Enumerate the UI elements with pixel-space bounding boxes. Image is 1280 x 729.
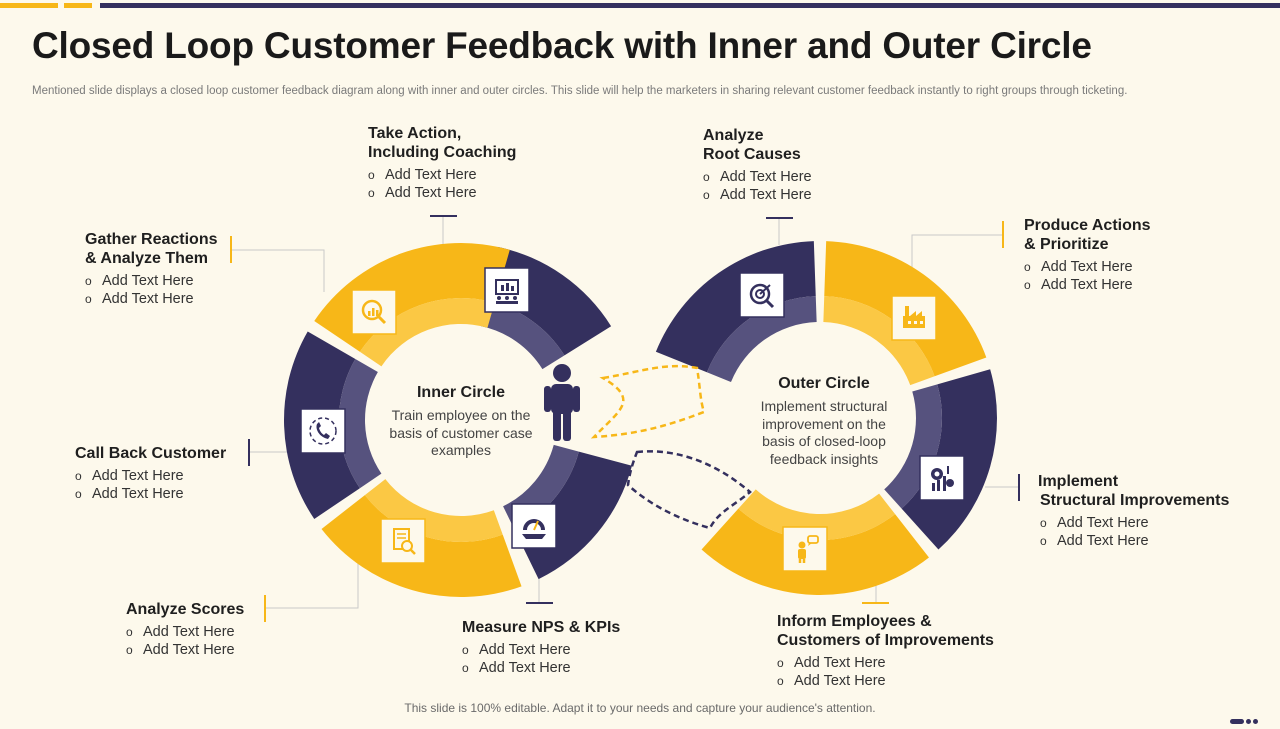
label-root-head: Analyze [703, 127, 764, 144]
segment-take-action-inner [480, 300, 565, 370]
top-accent-bar-gold [0, 3, 58, 8]
label-call-back-head: Call Back Customer [75, 445, 227, 462]
inner-circle-title: Inner Circle [416, 384, 506, 401]
list-item: Add Text Here [703, 186, 812, 204]
segment-analyze-scores-inner [364, 479, 503, 542]
magnifier-chart-icon [351, 289, 397, 335]
page-subtitle: Mentioned slide displays a closed loop c… [32, 85, 1128, 97]
leader-lines [232, 216, 1018, 609]
page-title: Closed Loop Customer Feedback with Inner… [32, 25, 1092, 66]
label-measure-head: Measure NPS & KPIs [462, 619, 621, 636]
segment-analyze-root-inner [706, 296, 817, 383]
dashed-connector-navy [626, 450, 752, 530]
label-root-head-2: Root Causes [703, 146, 801, 163]
label-produce-head: Produce Actions [1024, 217, 1151, 234]
segment-gather-reactions-inner [359, 297, 495, 367]
list-item: Add Text Here [75, 485, 226, 503]
outer-circle-title: Outer Circle [778, 375, 870, 392]
list-item: Add Text Here [126, 641, 244, 659]
label-inform-head: Inform Employees & [777, 613, 932, 630]
label-implement: Implement Structural Improvements Add Te… [1038, 472, 1229, 550]
leader-produce [911, 234, 1002, 280]
label-gather-head-2: & Analyze Them [85, 250, 208, 267]
segment-inform-inner [738, 489, 896, 540]
footer-note: This slide is 100% editable. Adapt it to… [404, 701, 876, 715]
list-item: Add Text Here [1040, 532, 1229, 550]
segment-implement-inner [884, 384, 942, 509]
leader-accents [230, 215, 1020, 622]
outer-circle-body: Implement structural improvement on the … [760, 398, 888, 467]
list-item: Add Text Here [462, 641, 620, 659]
list-item: Add Text Here [1040, 514, 1229, 532]
label-analyze-root: Analyze Root Causes Add Text HereAdd Tex… [703, 126, 812, 204]
gauge-icon [511, 503, 557, 549]
label-gather-head: Gather Reactions [85, 231, 218, 248]
list-item: Add Text Here [85, 290, 217, 308]
person-icon [544, 364, 580, 441]
label-measure-nps: Measure NPS & KPIs Add Text HereAdd Text… [462, 618, 620, 677]
label-take-action-head: Take Action, [368, 125, 462, 142]
document-search-icon [380, 518, 426, 564]
top-accent-bar-navy [100, 3, 1280, 8]
list-item: Add Text Here [703, 168, 812, 186]
label-implement-head: Implement [1038, 473, 1119, 490]
inner-circle-body: Train employee on the basis of customer … [389, 407, 533, 458]
outer-circle-text: Outer Circle Implement structural improv… [748, 375, 900, 468]
list-item: Add Text Here [368, 184, 516, 202]
dashed-connector-gold [590, 364, 706, 439]
segment-produce-actions-inner [823, 296, 935, 386]
label-analyze-scores: Analyze Scores Add Text HereAdd Text Her… [126, 600, 244, 659]
inner-circle-text: Inner Circle Train employee on the basis… [380, 384, 542, 460]
list-item: Add Text Here [462, 659, 620, 677]
list-item: Add Text Here [1024, 276, 1151, 294]
list-item: Add Text Here [777, 654, 994, 672]
list-item: Add Text Here [777, 672, 994, 690]
label-call-back: Call Back Customer Add Text HereAdd Text… [75, 444, 226, 503]
label-produce-actions: Produce Actions & Prioritize Add Text He… [1024, 216, 1151, 294]
label-inform: Inform Employees & Customers of Improvem… [777, 612, 994, 690]
list-item: Add Text Here [75, 467, 226, 485]
label-analyze-scores-head: Analyze Scores [126, 601, 245, 618]
presentation-icon [484, 267, 530, 313]
segment-call-back-inner [339, 359, 382, 489]
list-item: Add Text Here [368, 166, 516, 184]
label-take-action: Take Action, Including Coaching Add Text… [368, 124, 516, 202]
list-item: Add Text Here [126, 623, 244, 641]
pagination-dots [1230, 711, 1260, 729]
target-magnifier-icon [739, 272, 785, 318]
label-implement-head-2: Structural Improvements [1040, 492, 1230, 509]
phone-icon [300, 408, 346, 454]
list-item: Add Text Here [1024, 258, 1151, 276]
label-take-action-head-2: Including Coaching [368, 144, 517, 161]
leader-gather [232, 249, 325, 292]
list-item: Add Text Here [85, 272, 217, 290]
label-produce-head-2: & Prioritize [1024, 236, 1109, 253]
leader-analyze-scores [266, 550, 359, 609]
gear-chart-icon [919, 455, 965, 501]
top-accent-bar-gold-small [64, 3, 92, 8]
factory-icon [891, 295, 937, 341]
label-inform-head-2: Customers of Improvements [777, 632, 994, 649]
label-gather-reactions: Gather Reactions & Analyze Them Add Text… [85, 230, 217, 308]
person-speech-icon [782, 526, 828, 572]
